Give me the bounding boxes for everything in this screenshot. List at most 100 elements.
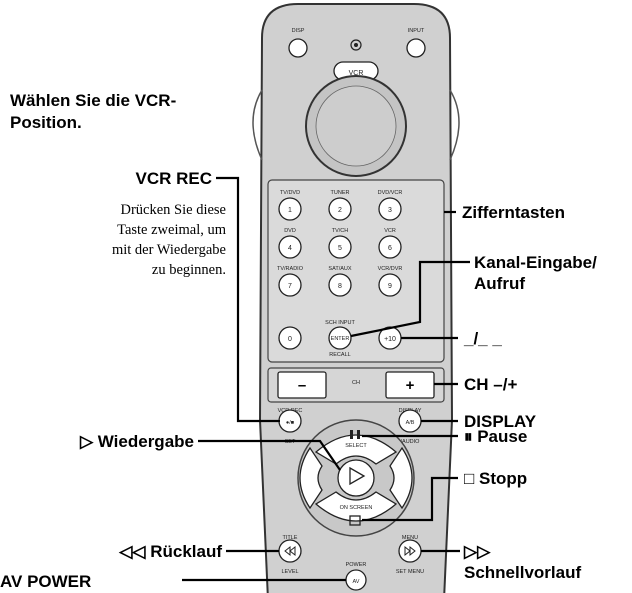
setup-icon <box>350 39 362 51</box>
pause-up-key[interactable] <box>314 434 398 465</box>
digit-key-0[interactable]: 0 <box>278 326 302 350</box>
digit-caption-1: TV/DVD <box>280 190 300 196</box>
digit-caption-6: VCR <box>384 228 396 234</box>
play-label: ▷ Wiedergabe <box>79 432 194 451</box>
vcr-rec-button-text: ●/■ <box>286 420 294 426</box>
digit-caption-2: TUNER <box>331 190 350 196</box>
av-power-label: AV POWER <box>0 572 91 591</box>
input-button[interactable] <box>406 38 426 58</box>
rewind-label: ◁◁ Rücklauf <box>118 542 222 561</box>
vcr-rec-note-line2: Taste zweimal, um <box>117 222 227 238</box>
vcr-rec-note-line1: Drücken Sie diese <box>121 202 227 218</box>
digit-key-5[interactable]: 5 <box>328 235 352 259</box>
channel-input-label-line2: Aufruf <box>474 274 525 293</box>
ch-plus-text: + <box>406 377 415 394</box>
ffwd-icon <box>404 545 416 557</box>
stop-label: □ Stopp <box>464 469 527 488</box>
rewind-icon <box>284 545 296 557</box>
play-button[interactable] <box>337 459 375 497</box>
digit-caption-9: VCR/DVR <box>378 266 403 272</box>
ch-input-caption: SCH INPUT <box>325 320 355 326</box>
ch-plus-button[interactable]: + <box>385 371 435 399</box>
keypad-panel <box>267 179 445 363</box>
av-power-button-text: AV <box>353 579 360 585</box>
display-ab-button-text: A/B <box>406 420 415 426</box>
enter-button[interactable]: ENTER <box>328 326 352 350</box>
dash-key-label: _/_ _ <box>463 329 502 348</box>
digit-key-8-text: 8 <box>338 283 342 290</box>
digit-key-9[interactable]: 9 <box>378 273 402 297</box>
digit-key-6[interactable]: 6 <box>378 235 402 259</box>
digit-caption-8: SAT/AUX <box>328 266 351 272</box>
digit-caption-4: DVD <box>284 228 296 234</box>
remote-control: DISP INPUT VCR TV/DVD TUNER DVD/VCR DVD … <box>252 3 460 593</box>
number-keys-label: Zifferntasten <box>462 203 565 222</box>
digit-key-4[interactable]: 4 <box>278 235 302 259</box>
stop-icon <box>349 515 361 526</box>
channel-input-label-line1: Kanal-Eingabe/ <box>474 253 597 272</box>
leader-stop <box>362 476 458 522</box>
ffwd-label: Schnellvorlauf <box>464 563 581 582</box>
audio-caption: /AUDIO <box>401 439 421 445</box>
ffwd-symbol-label: ▷▷ <box>463 542 491 561</box>
display-label: DISPLAY <box>464 412 537 431</box>
play-icon <box>349 466 366 486</box>
vcr-rec-note-line4: zu beginnen. <box>152 262 226 278</box>
ch-minus-button[interactable]: – <box>277 371 327 399</box>
rewind-left-key[interactable] <box>299 446 323 510</box>
on-screen-caption: ON SCREEN <box>340 505 373 511</box>
pause-icon-bar-left <box>350 430 353 439</box>
digit-caption-5: TV/CH <box>332 228 349 234</box>
digit-key-9-text: 9 <box>388 283 392 290</box>
plus10-button-text: +10 <box>384 336 396 343</box>
recall-caption: RECALL <box>329 352 350 358</box>
digit-key-7-text: 7 <box>288 283 292 290</box>
digit-key-7[interactable]: 7 <box>278 273 302 297</box>
title-caption: TITLE <box>283 535 298 541</box>
digit-key-6-text: 6 <box>388 245 392 252</box>
digit-key-5-text: 5 <box>338 245 342 252</box>
digit-key-4-text: 4 <box>288 245 292 252</box>
vcr-position-button-text: VCR <box>349 70 364 77</box>
leader-channel-input <box>350 260 470 338</box>
pause-label: ⏸ Pause <box>464 427 527 446</box>
digit-key-3[interactable]: 3 <box>378 197 402 221</box>
av-power-button[interactable]: AV <box>345 569 367 591</box>
digit-key-0-text: 0 <box>288 336 292 343</box>
setup-icon-center <box>354 43 358 47</box>
set-menu-caption: SET MENU <box>396 569 424 575</box>
leader-lines <box>182 176 470 582</box>
vcr-rec-label: VCR REC <box>135 169 212 188</box>
ch-label: CH –/+ <box>464 375 517 394</box>
level-caption: LEVEL <box>281 569 298 575</box>
ffwd-right-key[interactable] <box>389 446 413 510</box>
display-ab-button[interactable]: A/B <box>398 409 422 433</box>
digit-key-1-text: 1 <box>288 207 292 214</box>
vcr-position-label-line1: Wählen Sie die VCR- <box>10 91 176 110</box>
disp-button[interactable] <box>288 38 308 58</box>
digit-key-1[interactable]: 1 <box>278 197 302 221</box>
input-caption: INPUT <box>408 28 425 34</box>
pause-icon-bar-right <box>357 430 360 439</box>
mode-dial-inner <box>315 85 397 167</box>
digit-caption-7: TV/RADIO <box>277 266 304 272</box>
ch-panel-caption: CH <box>352 380 360 386</box>
digit-key-8[interactable]: 8 <box>328 273 352 297</box>
digit-caption-3: DVD/VCR <box>378 190 403 196</box>
menu-caption: MENU <box>402 535 418 541</box>
enter-button-text: ENTER <box>331 336 350 342</box>
digit-key-2[interactable]: 2 <box>328 197 352 221</box>
vcr-position-label-line2: Position. <box>10 113 82 132</box>
vcr-rec-button[interactable]: ●/■ <box>278 409 302 433</box>
digit-key-3-text: 3 <box>388 207 392 214</box>
power-caption: POWER <box>346 562 367 568</box>
vcr-rec-note-line3: mit der Wiedergabe <box>112 242 226 258</box>
digit-key-2-text: 2 <box>338 207 342 214</box>
leader-vcr-rec <box>216 176 280 423</box>
leader-play <box>198 439 341 471</box>
disp-caption: DISP <box>292 28 305 34</box>
stop-down-key[interactable] <box>314 491 398 522</box>
ch-minus-text: – <box>298 377 306 394</box>
nav-caption-top: SELECT <box>345 443 367 449</box>
